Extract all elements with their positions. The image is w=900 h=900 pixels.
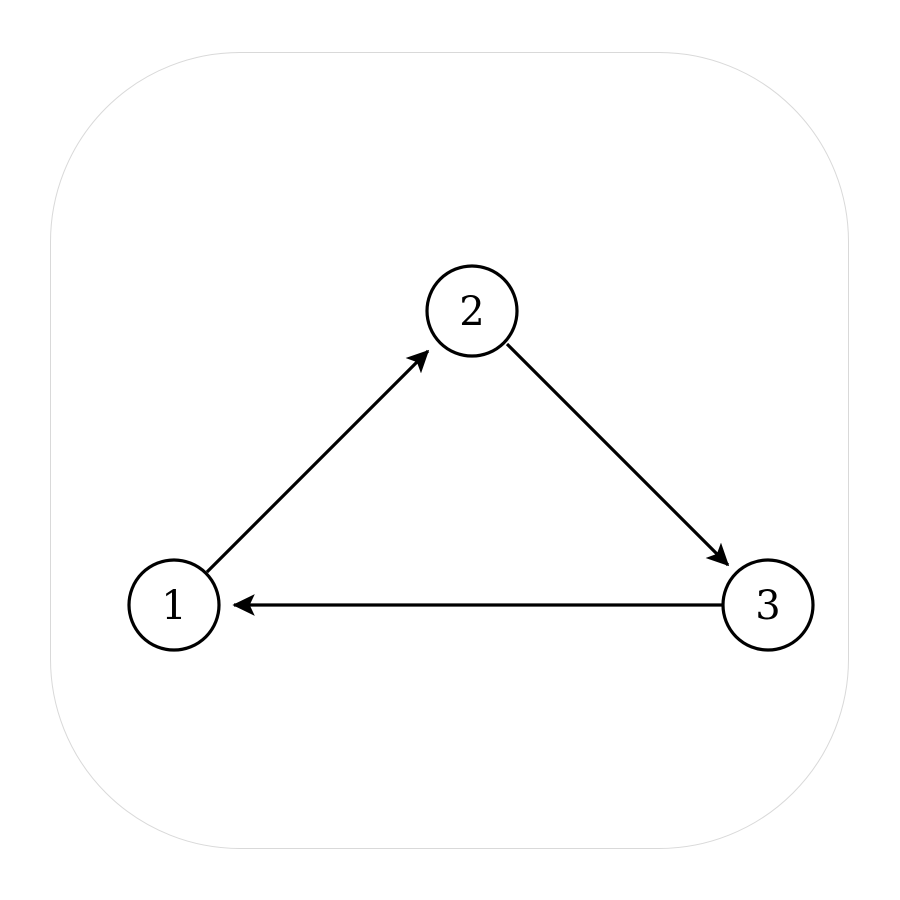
node-2-circle xyxy=(425,264,519,358)
node-3-circle xyxy=(721,558,815,652)
diagram-card xyxy=(50,52,849,849)
edge-1-to-2 xyxy=(205,349,430,574)
node-1-circle xyxy=(127,558,221,652)
node-2-label: 2 xyxy=(459,289,484,335)
nodes-layer: 1 2 3 xyxy=(127,264,815,652)
edges-layer xyxy=(205,342,730,616)
edge-2-to-3 xyxy=(505,342,730,567)
node-2: 2 xyxy=(425,264,519,358)
node-1-label: 1 xyxy=(161,583,186,629)
node-1: 1 xyxy=(127,558,221,652)
node-3: 3 xyxy=(721,558,815,652)
node-3-label: 3 xyxy=(755,583,780,629)
